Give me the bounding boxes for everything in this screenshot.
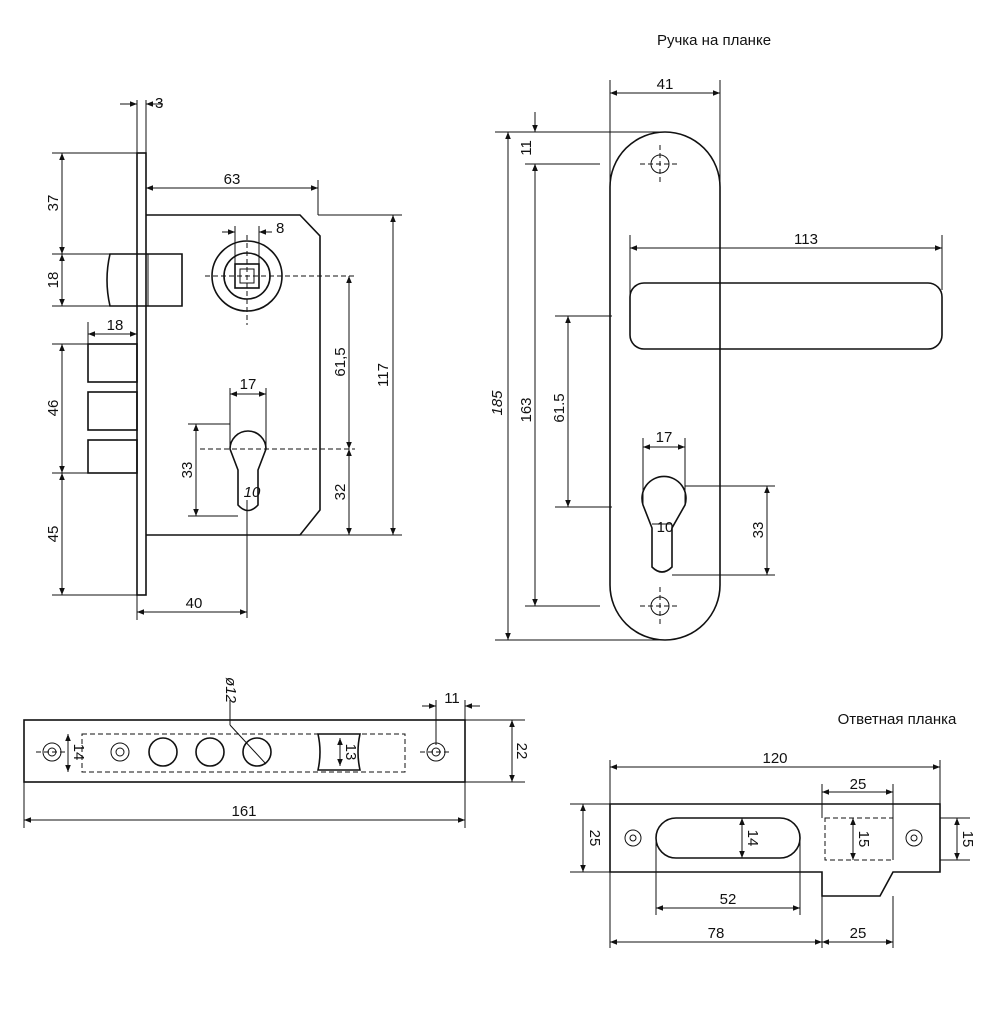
dim-strike-length: 120 bbox=[762, 750, 787, 767]
dim-tab-height: 15 bbox=[959, 831, 976, 848]
bolt-hole-1 bbox=[148, 737, 178, 767]
dim-face-thickness: 3 bbox=[155, 95, 163, 112]
dim-bolt-projection: 18 bbox=[107, 317, 124, 334]
dim-total-height: 185 bbox=[489, 390, 506, 416]
dim-handle-cylinder-narrow: 10 bbox=[657, 519, 674, 536]
bolt-hole-3 bbox=[242, 737, 272, 767]
strike-plate-outline bbox=[609, 803, 941, 897]
dead-bolt-3 bbox=[87, 439, 138, 474]
dim-strike-height: 25 bbox=[586, 830, 603, 847]
dim-plate-width: 41 bbox=[657, 76, 674, 93]
dim-backset-cylinder: 40 bbox=[186, 595, 203, 612]
dim-handle-centre-distance: 61.5 bbox=[551, 393, 568, 422]
handle-plate-drawing: 41 113 11 185 163 61.5 17 10 bbox=[489, 76, 943, 641]
dim-tab-width: 25 bbox=[850, 776, 867, 793]
dim-top-to-latch: 37 bbox=[45, 195, 62, 212]
dim-plate-length: 161 bbox=[231, 803, 256, 820]
dim-cylinder-narrow: 10 bbox=[244, 484, 261, 501]
faceplate-inner bbox=[81, 733, 406, 773]
dim-hole-diameter: ø12 bbox=[222, 677, 239, 704]
strike-screw-left bbox=[624, 829, 642, 847]
dim-strike-slot-height: 14 bbox=[744, 830, 761, 847]
handle-plate-outline bbox=[609, 131, 721, 641]
dim-plate-height: 22 bbox=[513, 743, 530, 760]
dim-centre-distance: 61,5 bbox=[332, 347, 349, 376]
dim-latch-height: 18 bbox=[45, 272, 62, 289]
dim-spindle-square: 8 bbox=[276, 220, 284, 237]
strike-slot bbox=[655, 817, 801, 859]
dim-tab-inner: 15 bbox=[855, 831, 872, 848]
dim-handle-cylinder-width: 17 bbox=[656, 429, 673, 446]
strike-title: Ответная планка bbox=[838, 711, 957, 728]
dim-strike-slot-length: 52 bbox=[720, 891, 737, 908]
dim-cylinder-height: 33 bbox=[179, 462, 196, 479]
dead-bolt-1 bbox=[87, 343, 138, 383]
handle-title: Ручка на планке bbox=[657, 32, 771, 49]
dim-cylinder-width: 17 bbox=[240, 376, 257, 393]
dim-edge-offset: 11 bbox=[444, 690, 460, 707]
dim-cylinder-to-bottom: 32 bbox=[332, 484, 349, 501]
dim-inner-height: 14 bbox=[70, 744, 87, 761]
dim-backset-handle: 63 bbox=[224, 171, 241, 188]
dim-lip-width: 25 bbox=[850, 925, 867, 942]
dim-slot-offset: 78 bbox=[708, 925, 725, 942]
dim-bolts-span: 46 bbox=[45, 400, 62, 417]
dim-case-height: 117 bbox=[375, 363, 392, 387]
dim-slot-height: 13 bbox=[342, 744, 359, 761]
strike-screw-right bbox=[905, 829, 923, 847]
faceplate-screw-2 bbox=[110, 742, 130, 762]
faceplate-outline bbox=[23, 719, 466, 783]
handle-cylinder-cutout bbox=[641, 475, 687, 573]
lock-faceplate bbox=[136, 152, 147, 596]
dim-handle-cylinder-height: 33 bbox=[750, 522, 767, 539]
lock-body-drawing: 3 37 18 18 46 45 63 8 bbox=[45, 95, 402, 620]
dead-bolt-2 bbox=[87, 391, 138, 431]
lever-handle bbox=[629, 282, 943, 350]
latch-slot bbox=[317, 733, 361, 771]
dim-screw-distance: 163 bbox=[518, 397, 535, 422]
lock-case bbox=[146, 214, 321, 536]
dim-top-offset: 11 bbox=[518, 140, 535, 156]
dim-bottom-margin: 45 bbox=[45, 526, 62, 543]
strike-plate-drawing: 120 25 25 14 15 15 52 78 bbox=[570, 750, 976, 948]
bolt-hole-2 bbox=[195, 737, 225, 767]
faceplate-drawing: ø12 11 14 13 22 161 bbox=[23, 677, 530, 828]
dim-lever-length: 113 bbox=[794, 231, 818, 248]
lock-latch bbox=[106, 253, 183, 307]
